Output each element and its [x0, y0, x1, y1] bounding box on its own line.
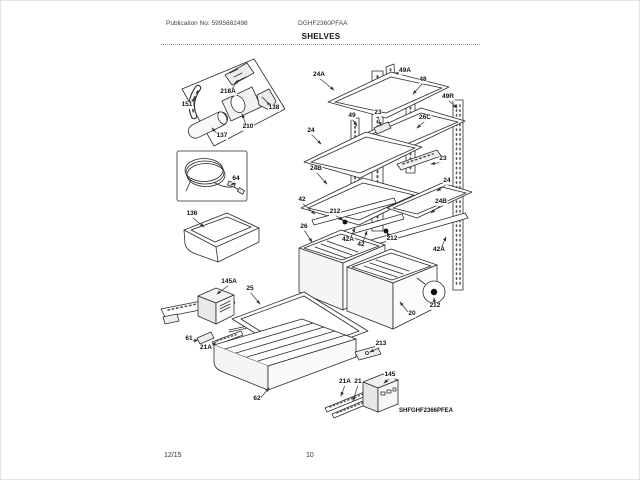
- screw-detail-212: [416, 277, 446, 304]
- shelf-24-left: [303, 131, 423, 179]
- part-label-210: 210: [242, 122, 254, 131]
- part-label-26c: 26C: [418, 113, 432, 122]
- part-label-213: 213: [375, 339, 387, 348]
- publication-number: Publication No: 5995682498: [166, 20, 248, 27]
- part-label-212: 212: [429, 301, 441, 310]
- part-label-145a: 145A: [220, 277, 238, 286]
- control-module-145: [362, 373, 399, 413]
- module-145a: [197, 287, 235, 325]
- part-label-24b: 24B: [309, 164, 323, 173]
- part-label-137: 137: [216, 131, 228, 140]
- shelf-24a: [327, 71, 450, 119]
- tray-136: [183, 212, 260, 263]
- part-label-23: 23: [438, 154, 448, 163]
- part-label-145: 145: [384, 370, 396, 379]
- section-title: SHELVES: [301, 32, 341, 41]
- support-23-upper: [373, 121, 392, 135]
- bracket-61: [196, 331, 215, 345]
- part-label-24: 24: [306, 126, 316, 135]
- part-label-48: 48: [418, 75, 428, 84]
- part-label-25: 25: [245, 284, 255, 293]
- page-number: 10: [306, 452, 314, 459]
- part-label-218a: 218A: [219, 87, 237, 96]
- leader-lines: [186, 71, 458, 403]
- part-label-23: 23: [373, 108, 383, 117]
- shelf-24-right: [386, 182, 473, 219]
- header-rule: [161, 44, 480, 45]
- part-label-42a: 42A: [341, 235, 355, 244]
- diagram-id: SHFGHF2366PFEA: [399, 408, 454, 414]
- part-label-21a: 21A: [199, 343, 213, 352]
- part-label-24: 24: [442, 176, 452, 185]
- part-label-138: 138: [268, 103, 280, 112]
- part-label-24a: 24A: [312, 70, 326, 79]
- part-label-136: 136: [186, 209, 198, 218]
- part-label-64: 64: [231, 174, 241, 183]
- part-label-20: 20: [407, 309, 417, 318]
- bracket-213: [354, 345, 382, 361]
- part-label-42: 42: [356, 240, 366, 249]
- part-label-21: 21: [353, 377, 363, 386]
- filter-inset-box: [181, 58, 286, 147]
- part-label-42a: 42A: [432, 245, 446, 254]
- water-tube-inset-box: [176, 150, 248, 202]
- part-label-21a: 21A: [338, 377, 352, 386]
- part-label-49a: 49A: [398, 66, 412, 75]
- part-label-212: 212: [386, 234, 398, 243]
- part-label-42: 42: [297, 195, 307, 204]
- part-label-26: 26: [299, 222, 309, 231]
- part-label-49: 49: [347, 111, 357, 120]
- pan-62: [213, 318, 357, 391]
- part-label-212: 212: [329, 207, 341, 216]
- footer-date: 12/15: [164, 452, 182, 459]
- part-label-24b: 24B: [434, 197, 448, 206]
- part-label-61: 61: [184, 334, 194, 343]
- part-label-62: 62: [252, 394, 262, 403]
- part-label-151: 151: [181, 100, 193, 109]
- drawer-20: [346, 248, 438, 330]
- part-label-49r: 49R: [441, 92, 455, 101]
- screw-212-left: [342, 219, 348, 225]
- model-number: DGHF2360PFAA: [298, 20, 348, 27]
- trim-strip-42-left: [311, 197, 397, 226]
